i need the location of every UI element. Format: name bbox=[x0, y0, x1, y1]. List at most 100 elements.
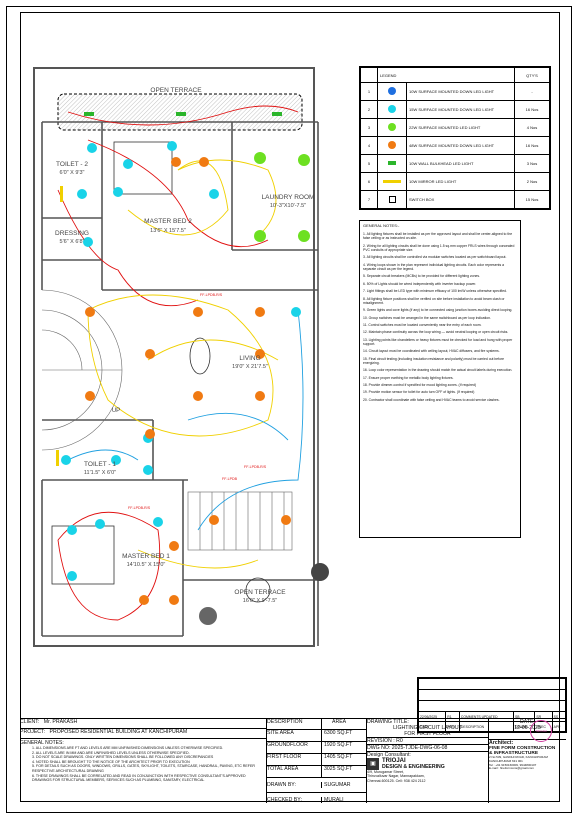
dwg-no-value: 2025-TJDE-DWG-06-08 bbox=[391, 745, 448, 751]
label-master-bed1-dim: 14'10.5" X 15'0" bbox=[127, 562, 166, 568]
drawn-by-value: SUGUMAR bbox=[321, 782, 351, 788]
ff-tag-4: FF-LPDB-R/S bbox=[244, 465, 267, 469]
gn-item: 6. THESE DRAWINGS SHALL BE CORRELATED AN… bbox=[32, 773, 246, 783]
qty-header: QTY'S bbox=[514, 67, 550, 83]
legend-desc: 10W WALL BULKHEAD LED LIGHT bbox=[406, 154, 515, 173]
legend-header: LEGEND bbox=[377, 67, 515, 83]
revision-label: REVISION : R0 bbox=[367, 738, 488, 745]
architect-addr3: Tel : +91 9150160009, 9944800107 bbox=[489, 762, 537, 767]
consultant-name1: TRIOJAI bbox=[382, 758, 406, 764]
architect-label: Architect: bbox=[489, 740, 514, 746]
consultant-name2: DESIGN & ENGINEERING bbox=[382, 764, 445, 770]
legend-qty: 4 Nos bbox=[514, 118, 550, 137]
client-label: CLIENT: bbox=[20, 719, 40, 725]
sofa bbox=[189, 337, 211, 375]
legend-swatch bbox=[388, 105, 396, 113]
drawing-title-line2: FOR FIRST FLOOR bbox=[367, 731, 488, 738]
note-item: 9. Green lights and cove lights (if any)… bbox=[363, 308, 513, 313]
plant-1 bbox=[311, 563, 329, 581]
title-block: CLIENT: Mr. PRAKASH PROJECT: PROPOSED RE… bbox=[20, 718, 566, 803]
note-item: 15. Final circuit testing (including ins… bbox=[363, 356, 504, 365]
note-item: 20. Contractor shall coordinate with fal… bbox=[363, 397, 500, 402]
drawing-title-line1: LIGHTING CIRCUIT LAYOUT bbox=[393, 725, 462, 731]
triojai-logo: ▣ bbox=[367, 758, 379, 770]
date-label: DATE: bbox=[520, 719, 535, 725]
notes-title: GENERAL NOTES:- bbox=[363, 223, 400, 228]
note-item: 14. Circuit layout must be coordinated w… bbox=[363, 349, 500, 354]
ff-tag-2: FF-LPDB bbox=[222, 477, 238, 481]
first-floor-label: FIRST FLOOR bbox=[267, 754, 302, 760]
fixtures-bulkhead bbox=[84, 112, 282, 116]
ground-floor-value: 1920 SQ.FT bbox=[321, 742, 352, 753]
legend-qty: 15 Nos bbox=[514, 190, 550, 209]
label-open-terrace-top: OPEN TERRACE bbox=[150, 87, 202, 94]
note-item: 12. Maintain phase continuity across the… bbox=[363, 330, 509, 335]
note-item: 17. Ensure proper earthing for metallic … bbox=[363, 375, 454, 380]
checked-by-value: MURALI bbox=[321, 797, 344, 803]
legend-no: 3 bbox=[360, 118, 378, 137]
legend-qty: 16 Nos bbox=[514, 136, 550, 155]
label-toilet1: TOILET - 1 bbox=[84, 461, 116, 468]
drawing-sheet bbox=[6, 6, 572, 813]
gn-item: 2. ALL LEVELS ARE IN MM AND ARE UNFINISH… bbox=[32, 750, 190, 755]
note-item: 1. All lighting fixtures shall be instal… bbox=[363, 232, 513, 241]
legend-desc: 22W SURFACE MOUNTED LED LIGHT bbox=[406, 118, 515, 137]
legend-no: 1 bbox=[360, 82, 378, 101]
drawn-by-label: DRAWN BY: bbox=[267, 782, 296, 788]
note-item: 2. Wiring for all lighting circuits shal… bbox=[363, 243, 515, 252]
total-area-label: TOTAL AREA bbox=[267, 766, 299, 772]
drawing-frame bbox=[20, 12, 560, 802]
label-dressing: DRESSING bbox=[55, 230, 89, 237]
gn-item: 3. DO NOT SCALE DRAWINGS. ONLY WRITTEN D… bbox=[32, 755, 214, 760]
label-laundry-dim: 10'-3"X10'-7.5" bbox=[270, 203, 306, 209]
checked-by-label: CHECKED BY: bbox=[267, 797, 302, 803]
fixtures-cyan bbox=[61, 141, 301, 581]
legend-qty: - bbox=[514, 82, 550, 101]
legend-symbol bbox=[377, 100, 407, 119]
note-item: 19. Provide motion sensor for toilet for… bbox=[363, 390, 475, 395]
table bbox=[245, 577, 271, 603]
legend-symbol bbox=[377, 190, 407, 209]
consultant-label: Design Consultant: bbox=[367, 752, 411, 758]
legend-symbol bbox=[377, 136, 407, 155]
ff-tag-1: FF-LPDB-R/S bbox=[200, 293, 223, 297]
note-item: 11. Control switches must be located con… bbox=[363, 322, 482, 327]
gn-item: 4. NOTED SHALL BE BROUGHT TO THE NOTICE … bbox=[32, 759, 190, 764]
mirror-light-1 bbox=[60, 186, 63, 202]
legend-desc: SWITCH BOX bbox=[406, 190, 515, 209]
legend-swatch bbox=[388, 141, 396, 149]
note-item: 8. All lighting fixture positions shall … bbox=[363, 296, 505, 305]
note-item: 3. All lighting circuits shall be contro… bbox=[363, 255, 507, 260]
area-desc-header: DESCRIPTION bbox=[267, 719, 303, 725]
legend-desc: 48W SURFACE MOUNTED DOWN LED LIGHT bbox=[406, 136, 515, 155]
ff-tag-3: FF-LPDB-R/S bbox=[128, 506, 151, 510]
architect-addr2: KANCHIPURAM 631 001 bbox=[489, 758, 523, 763]
client-value: Mr. PRAKASH bbox=[43, 719, 78, 725]
label-living-dim: 19'0" X 21'7.5" bbox=[232, 364, 268, 370]
label-master-bed2: MASTER BED 2 bbox=[144, 218, 192, 225]
gn-title: GENERAL NOTES: bbox=[20, 740, 64, 746]
label-toilet2: TOILET - 2 bbox=[56, 161, 88, 168]
stamp-seal: TRIOJAI bbox=[530, 720, 552, 742]
note-item: 10. Group switches must be arranged in t… bbox=[363, 315, 491, 320]
architect-addr1: 2 No:539, GANDHI ROAD, KANCHIPURAM bbox=[489, 755, 548, 759]
label-master-bed2-dim: 13'6" X 15'7.5" bbox=[150, 228, 186, 234]
total-area-value: 3025 SQ.FT bbox=[321, 766, 352, 777]
label-up: UP bbox=[112, 408, 120, 414]
legend-qty: 16 Nos bbox=[514, 100, 550, 119]
legend-no: 5 bbox=[360, 154, 378, 173]
drawing-title-label: DRAWING TITLE: bbox=[367, 719, 409, 725]
consultant-addr1: 4/9, Murugamar Street, bbox=[367, 770, 404, 774]
revision-table: 22/06/2025 R1 COMMENTS UPDATED SB SR SS … bbox=[417, 677, 567, 733]
legend-no: 7 bbox=[360, 190, 378, 209]
architect-name1: FINE FORM CONSTRUCTION bbox=[489, 746, 556, 751]
circuit-wires bbox=[57, 105, 304, 621]
